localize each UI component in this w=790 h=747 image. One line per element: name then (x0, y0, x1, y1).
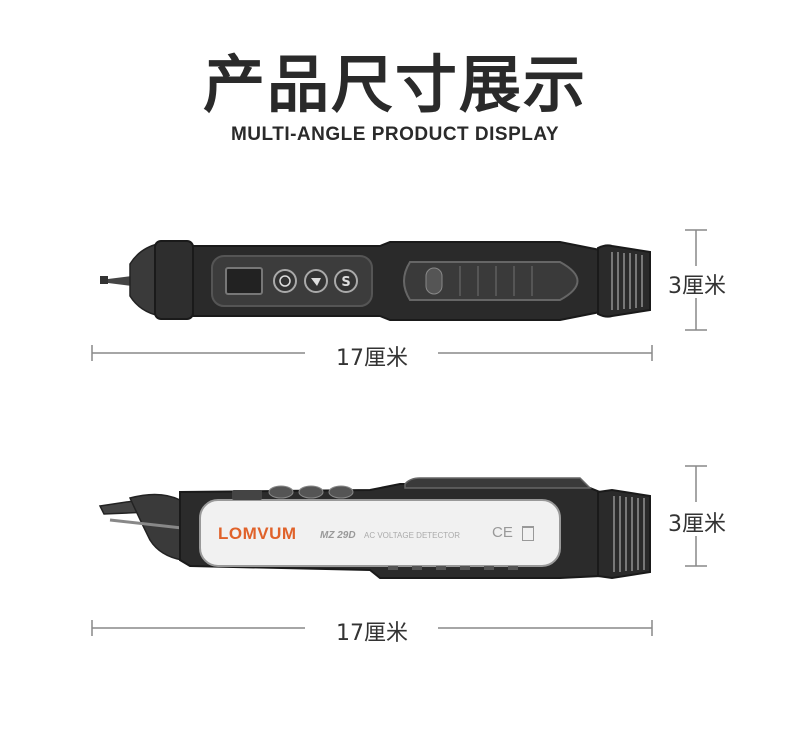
top-height-label: 3厘米 (668, 274, 726, 299)
s-mode-icon: S (334, 269, 358, 293)
side-length-label: 17厘米 (336, 621, 408, 646)
ce-mark: CE (492, 524, 513, 541)
brand-logo: LOMVUM (218, 524, 297, 543)
product-name-text: AC VOLTAGE DETECTOR (364, 531, 461, 540)
flashlight-icon (304, 269, 328, 293)
top-length-label: 17厘米 (336, 346, 408, 371)
power-icon (273, 269, 297, 293)
weee-bin-icon (522, 526, 534, 541)
page-subtitle: MULTI-ANGLE PRODUCT DISPLAY (230, 124, 560, 145)
side-height-label: 3厘米 (668, 512, 726, 537)
page-title: 产品尺寸展示 (202, 48, 587, 121)
model-text: MZ 29D (320, 530, 356, 541)
probe-tip (100, 243, 161, 317)
svg-text:S: S (341, 275, 350, 290)
